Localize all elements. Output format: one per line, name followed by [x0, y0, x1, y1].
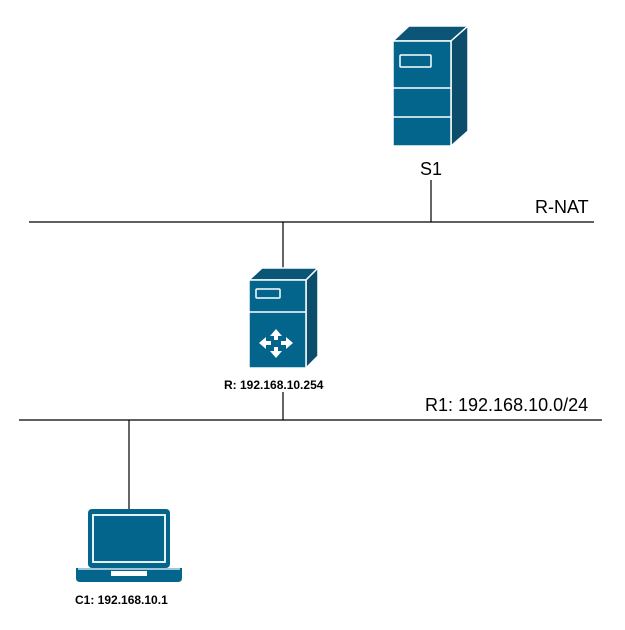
router-tower-icon: [247, 266, 320, 370]
r1-network-label: R1: 192.168.10.0/24: [425, 395, 589, 415]
r-nat-network-label: R-NAT: [535, 197, 589, 217]
laptop-icon: [76, 509, 182, 582]
client-label: C1: 192.168.10.1: [75, 593, 168, 607]
router-arrows-icon: [259, 329, 293, 358]
server-label: S1: [420, 159, 443, 179]
router-label: R: 192.168.10.254: [224, 378, 324, 392]
server-tower-icon: [391, 24, 470, 148]
